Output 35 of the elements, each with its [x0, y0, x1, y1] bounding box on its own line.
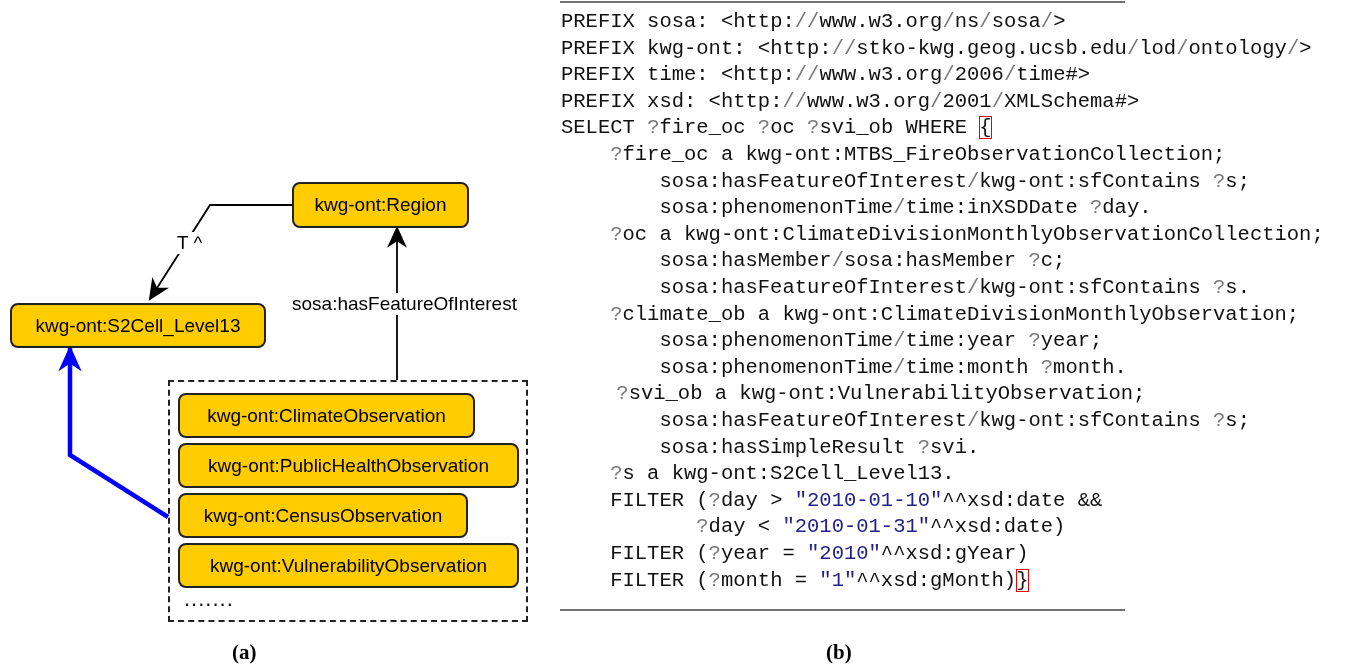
edge-label: sosa:hasFeatureOfInterest	[290, 293, 519, 315]
class-box: kwg-ont:S2Cell_Level13	[10, 303, 266, 348]
code-line: FILTER (?year = "2010"^^xsd:gYear)	[610, 541, 1029, 567]
code-line: ?s a kwg-ont:S2Cell_Level13.	[610, 461, 955, 488]
code-line: ?svi_ob a kwg-ont:VulnerabilityObservation;	[616, 381, 1146, 408]
code-line: ?oc a kwg-ont:ClimateDivisionMonthlyObservationCollection;	[610, 221, 1324, 248]
code-line: PREFIX time: <http://www.w3.org/2006/time#>	[561, 62, 1091, 89]
code-line: sosa:phenomenonTime/time:inXSDDate ?day.	[659, 195, 1152, 222]
class-box: kwg-ont:VulnerabilityObservation	[178, 543, 519, 588]
panel-caption: (a)	[232, 640, 257, 665]
code-line: FILTER (?day > "2010-01-10"^^xsd:date &&	[610, 487, 1103, 514]
code-line: sosa:hasFeatureOfInterest/kwg-ont:sfContains ?s;	[659, 408, 1250, 434]
code-line: PREFIX kwg-ont: <http://stko-kwg.geog.ucsb.edu/lod/ontology/>	[561, 35, 1312, 62]
code-line: sosa:hasFeatureOfInterest/kwg-ont:sfContains ?s.	[659, 275, 1250, 301]
panel-caption: (b)	[826, 640, 852, 665]
code-line: sosa:hasFeatureOfInterest/kwg-ont:sfContains ?s;	[659, 168, 1250, 195]
class-box: kwg-ont:CensusObservation	[178, 493, 468, 538]
dashed-group-box	[168, 380, 528, 622]
code-line: PREFIX xsd: <http://www.w3.org/2001/XMLSchema#>	[561, 88, 1140, 115]
code-line: ?day < "2010-01-31"^^xsd:date)	[696, 514, 1066, 541]
class-box: kwg-ont:PublicHealthObservation	[178, 443, 519, 488]
ellipsis-text: .......	[184, 586, 234, 612]
arrow	[58, 345, 170, 519]
code-line: ?fire_oc a kwg-ont:MTBS_FireObservationCollection;	[610, 142, 1226, 168]
edge-label: T ^	[175, 232, 205, 254]
code-line: sosa:hasMember/sosa:hasMember ?c;	[659, 248, 1066, 275]
code-line: sosa:phenomenonTime/time:month ?month.	[659, 354, 1127, 381]
code-line: FILTER (?month = "1"^^xsd:gMonth)}	[610, 567, 1029, 594]
class-box: kwg-ont:Region	[292, 182, 469, 228]
class-box: kwg-ont:ClimateObservation	[178, 393, 475, 438]
code-line: SELECT ?fire_oc ?oc ?svi_ob WHERE {	[561, 115, 992, 142]
code-line: PREFIX sosa: <http://www.w3.org/ns/sosa/>	[561, 9, 1066, 35]
code-line: sosa:hasSimpleResult ?svi.	[659, 434, 980, 461]
code-line: ?climate_ob a kwg-ont:ClimateDivisionMonthlyObservation;	[610, 301, 1300, 328]
code-line: sosa:phenomenonTime/time:year ?year;	[659, 328, 1103, 355]
